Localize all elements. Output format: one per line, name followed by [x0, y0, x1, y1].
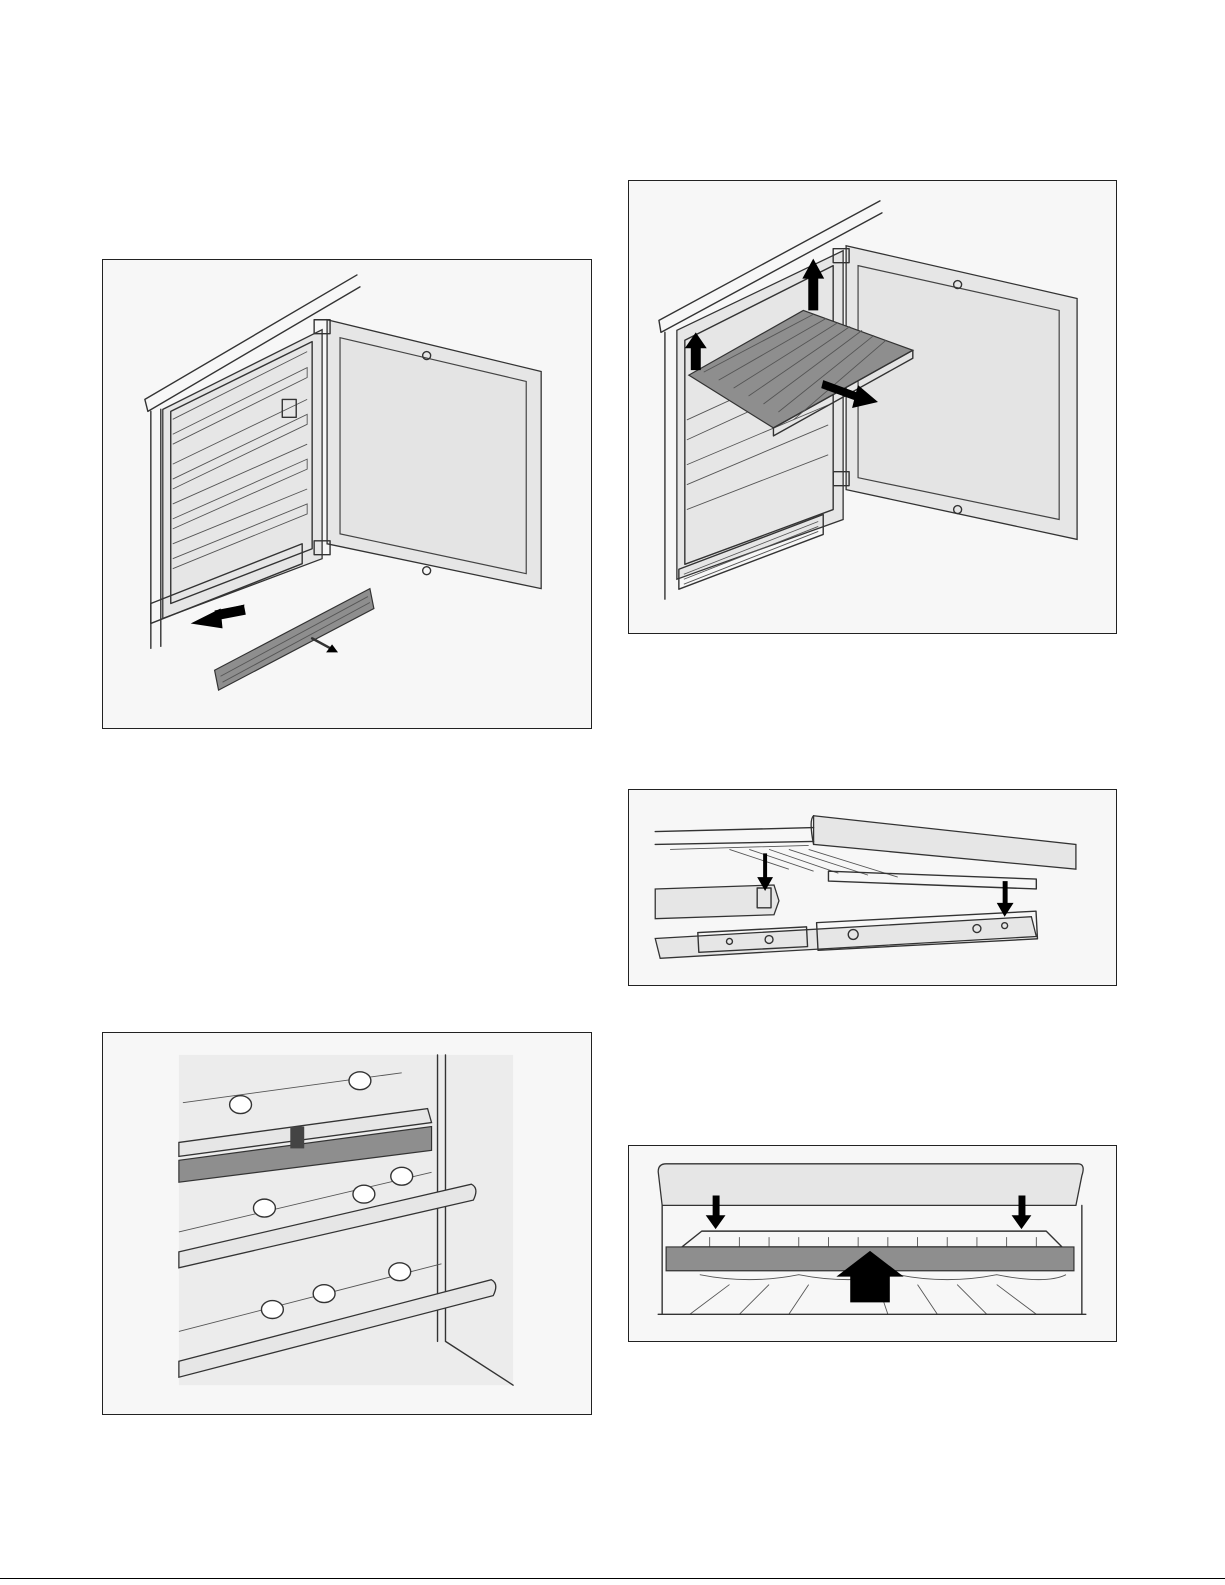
wine-bottles-on-shelves-illustration	[103, 1033, 591, 1414]
figure-shelf-insert-front	[628, 1145, 1117, 1342]
footer-rule	[0, 1578, 1225, 1579]
fridge-lift-out-shelf-illustration	[629, 181, 1116, 633]
shelf-rail-attach-illustration	[629, 790, 1116, 985]
figure-wine-bottles-shelves	[102, 1032, 592, 1415]
fridge-remove-base-grille-illustration	[103, 260, 591, 728]
figure-shelf-rail-attach	[628, 789, 1117, 986]
figure-remove-base-grille	[102, 259, 592, 729]
shelf-insert-front-view-illustration	[629, 1146, 1116, 1341]
figure-lift-out-shelf	[628, 180, 1117, 634]
